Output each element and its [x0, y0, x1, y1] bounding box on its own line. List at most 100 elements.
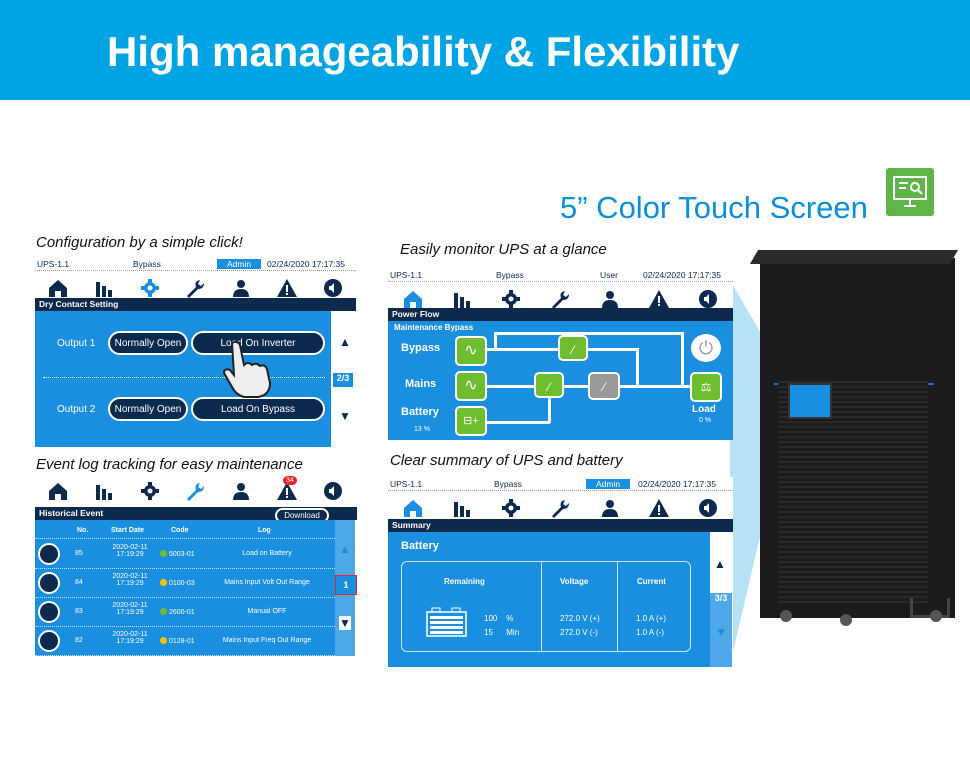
home-icon[interactable]	[46, 480, 70, 502]
bypass-label: Bypass	[401, 342, 441, 354]
section-title: Dry Contact Setting	[35, 298, 356, 311]
user-icon[interactable]	[229, 480, 253, 502]
home-icon[interactable]	[401, 288, 425, 310]
device-id: UPS-1.1	[390, 479, 423, 489]
gear-icon[interactable]	[138, 480, 162, 502]
magnifier-icon[interactable]	[38, 572, 60, 594]
user-icon[interactable]	[229, 277, 253, 299]
bypass-source-icon[interactable]: ∿	[455, 336, 487, 366]
home-icon[interactable]	[46, 277, 70, 299]
output-2-state-button[interactable]: Normally Open	[108, 397, 188, 421]
battery-icon[interactable]: ⊟+	[455, 406, 487, 436]
feature-title: 5” Color Touch Screen	[560, 190, 868, 225]
output-1-state-button[interactable]: Normally Open	[108, 331, 188, 355]
page-up-button[interactable]: ▲	[714, 557, 726, 571]
caption-summary: Clear summary of UPS and battery	[390, 452, 623, 469]
mains-label: Mains	[405, 378, 437, 390]
flow-line	[478, 385, 693, 388]
wrench-icon[interactable]	[548, 288, 572, 310]
ups-touch-screen	[788, 383, 832, 419]
flow-line	[478, 421, 550, 424]
sound-icon[interactable]	[321, 277, 345, 299]
home-icon[interactable]	[401, 497, 425, 519]
gear-icon[interactable]	[499, 497, 523, 519]
event-code: 5003-01	[160, 550, 195, 558]
page-down-button[interactable]: ▼	[339, 616, 351, 630]
mode: Bypass	[496, 270, 524, 280]
chart-icon[interactable]	[450, 288, 474, 310]
role-badge: Admin	[586, 479, 631, 489]
flow-line	[548, 385, 551, 423]
chart-icon[interactable]	[92, 277, 116, 299]
magnifier-icon[interactable]	[38, 630, 60, 652]
status-dot	[160, 579, 167, 586]
battery-percent: 13 %	[414, 426, 430, 433]
sound-icon[interactable]	[696, 288, 720, 310]
col-log: Log	[258, 527, 271, 534]
magnifier-icon[interactable]	[38, 543, 60, 565]
scrollbar[interactable]: 3/3▼	[710, 593, 732, 667]
page-down-button[interactable]: ▼	[339, 409, 351, 423]
page-title: High manageability & Flexibility	[107, 28, 740, 75]
nav-bar	[388, 286, 733, 312]
alarm-icon[interactable]	[647, 497, 671, 519]
datetime: 02/24/2020 17:17:35	[643, 270, 721, 280]
sound-icon[interactable]	[696, 497, 720, 519]
magnifier-icon[interactable]	[38, 601, 60, 623]
section-title: Power Flow	[388, 308, 733, 321]
wrench-icon[interactable]	[183, 277, 207, 299]
wrench-icon[interactable]	[548, 497, 572, 519]
chart-icon[interactable]	[450, 497, 474, 519]
page-indicator: 2/3	[333, 373, 353, 387]
col-date: Start Date	[111, 527, 145, 534]
inverter-icon[interactable]: ⁄	[588, 372, 620, 400]
output-1-action-button[interactable]: Load On Inverter	[191, 331, 325, 355]
mains-source-icon[interactable]: ∿	[455, 371, 487, 401]
event-code: 0100-03	[160, 579, 195, 587]
page-up-button[interactable]: ▲	[339, 335, 351, 349]
scrollbar[interactable]: ▲ 1 ▼	[335, 520, 357, 656]
event-log: Mains Input Volt Out Range	[224, 579, 310, 586]
nav-bar	[388, 495, 733, 521]
power-flow-diagram: Maintenance Bypass Bypass Mains Battery …	[388, 321, 733, 440]
page-down-button[interactable]: ▼	[715, 625, 727, 639]
load-icon[interactable]: ⚖	[690, 372, 722, 402]
status-dot	[160, 608, 167, 615]
voltage-negative: 272.0 V (-)	[560, 628, 598, 637]
rectifier-icon[interactable]: ⁄	[534, 372, 564, 398]
remaining-minutes: 15 Min	[484, 628, 520, 637]
gear-icon[interactable]	[138, 277, 162, 299]
alarm-icon[interactable]	[275, 277, 299, 299]
static-switch-icon[interactable]: ⁄	[558, 335, 588, 361]
load-label: Load	[692, 404, 716, 415]
battery-label: Battery	[401, 406, 439, 418]
alarm-icon[interactable]	[647, 288, 671, 310]
mode: Bypass	[494, 479, 522, 489]
event-log: Mains Input Freq Out Range	[222, 637, 312, 644]
flow-line	[494, 332, 684, 335]
power-button[interactable]: ⏻	[691, 334, 721, 362]
sound-icon[interactable]	[321, 480, 345, 502]
col-remaining: Remaining	[444, 577, 485, 586]
mode-label: Maintenance Bypass	[394, 323, 474, 332]
user-icon[interactable]	[598, 497, 622, 519]
user-icon[interactable]	[598, 288, 622, 310]
gear-icon[interactable]	[499, 288, 523, 310]
alarm-icon[interactable]	[275, 480, 299, 502]
device-id: UPS-1.1	[390, 270, 423, 280]
wrench-icon[interactable]	[183, 480, 207, 502]
event-no: 83	[75, 608, 83, 615]
chart-icon[interactable]	[92, 480, 116, 502]
page-up-button[interactable]: ▲	[339, 542, 351, 556]
output-2-action-button[interactable]: Load On Bypass	[191, 397, 325, 421]
